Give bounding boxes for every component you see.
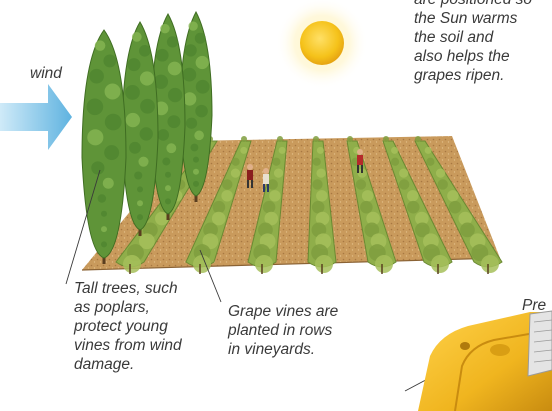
sun-icon [276, 0, 368, 89]
sun-caption-line: the Sun warms [414, 9, 532, 28]
trees-caption-line: damage. [74, 355, 182, 374]
sun-caption-line: grapes ripen. [414, 66, 532, 85]
vines-caption-line: in vineyards. [228, 340, 338, 359]
sun-caption: are positioned so the Sun warms the soil… [414, 0, 532, 85]
press-caption-text: Pre [522, 296, 546, 315]
wind-arrow-icon [0, 84, 72, 150]
trees-caption-line: as poplars, [74, 298, 182, 317]
trees-caption-line: protect young [74, 317, 182, 336]
press-caption: Pre [522, 296, 546, 315]
trees-caption: Tall trees, such as poplars, protect you… [74, 279, 182, 374]
vines-caption-line: planted in rows [228, 321, 338, 340]
press-machine-icon [418, 311, 552, 411]
wind-label: wind [30, 64, 62, 83]
sun-caption-line: are positioned so [414, 0, 532, 9]
wind-label-text: wind [30, 64, 62, 83]
vines-caption-line: Grape vines are [228, 302, 338, 321]
sun-caption-line: also helps the [414, 47, 532, 66]
sun-caption-line: the soil and [414, 28, 532, 47]
trees-caption-line: vines from wind [74, 336, 182, 355]
trees-caption-line: Tall trees, such [74, 279, 182, 298]
vines-caption: Grape vines are planted in rows in viney… [228, 302, 338, 359]
